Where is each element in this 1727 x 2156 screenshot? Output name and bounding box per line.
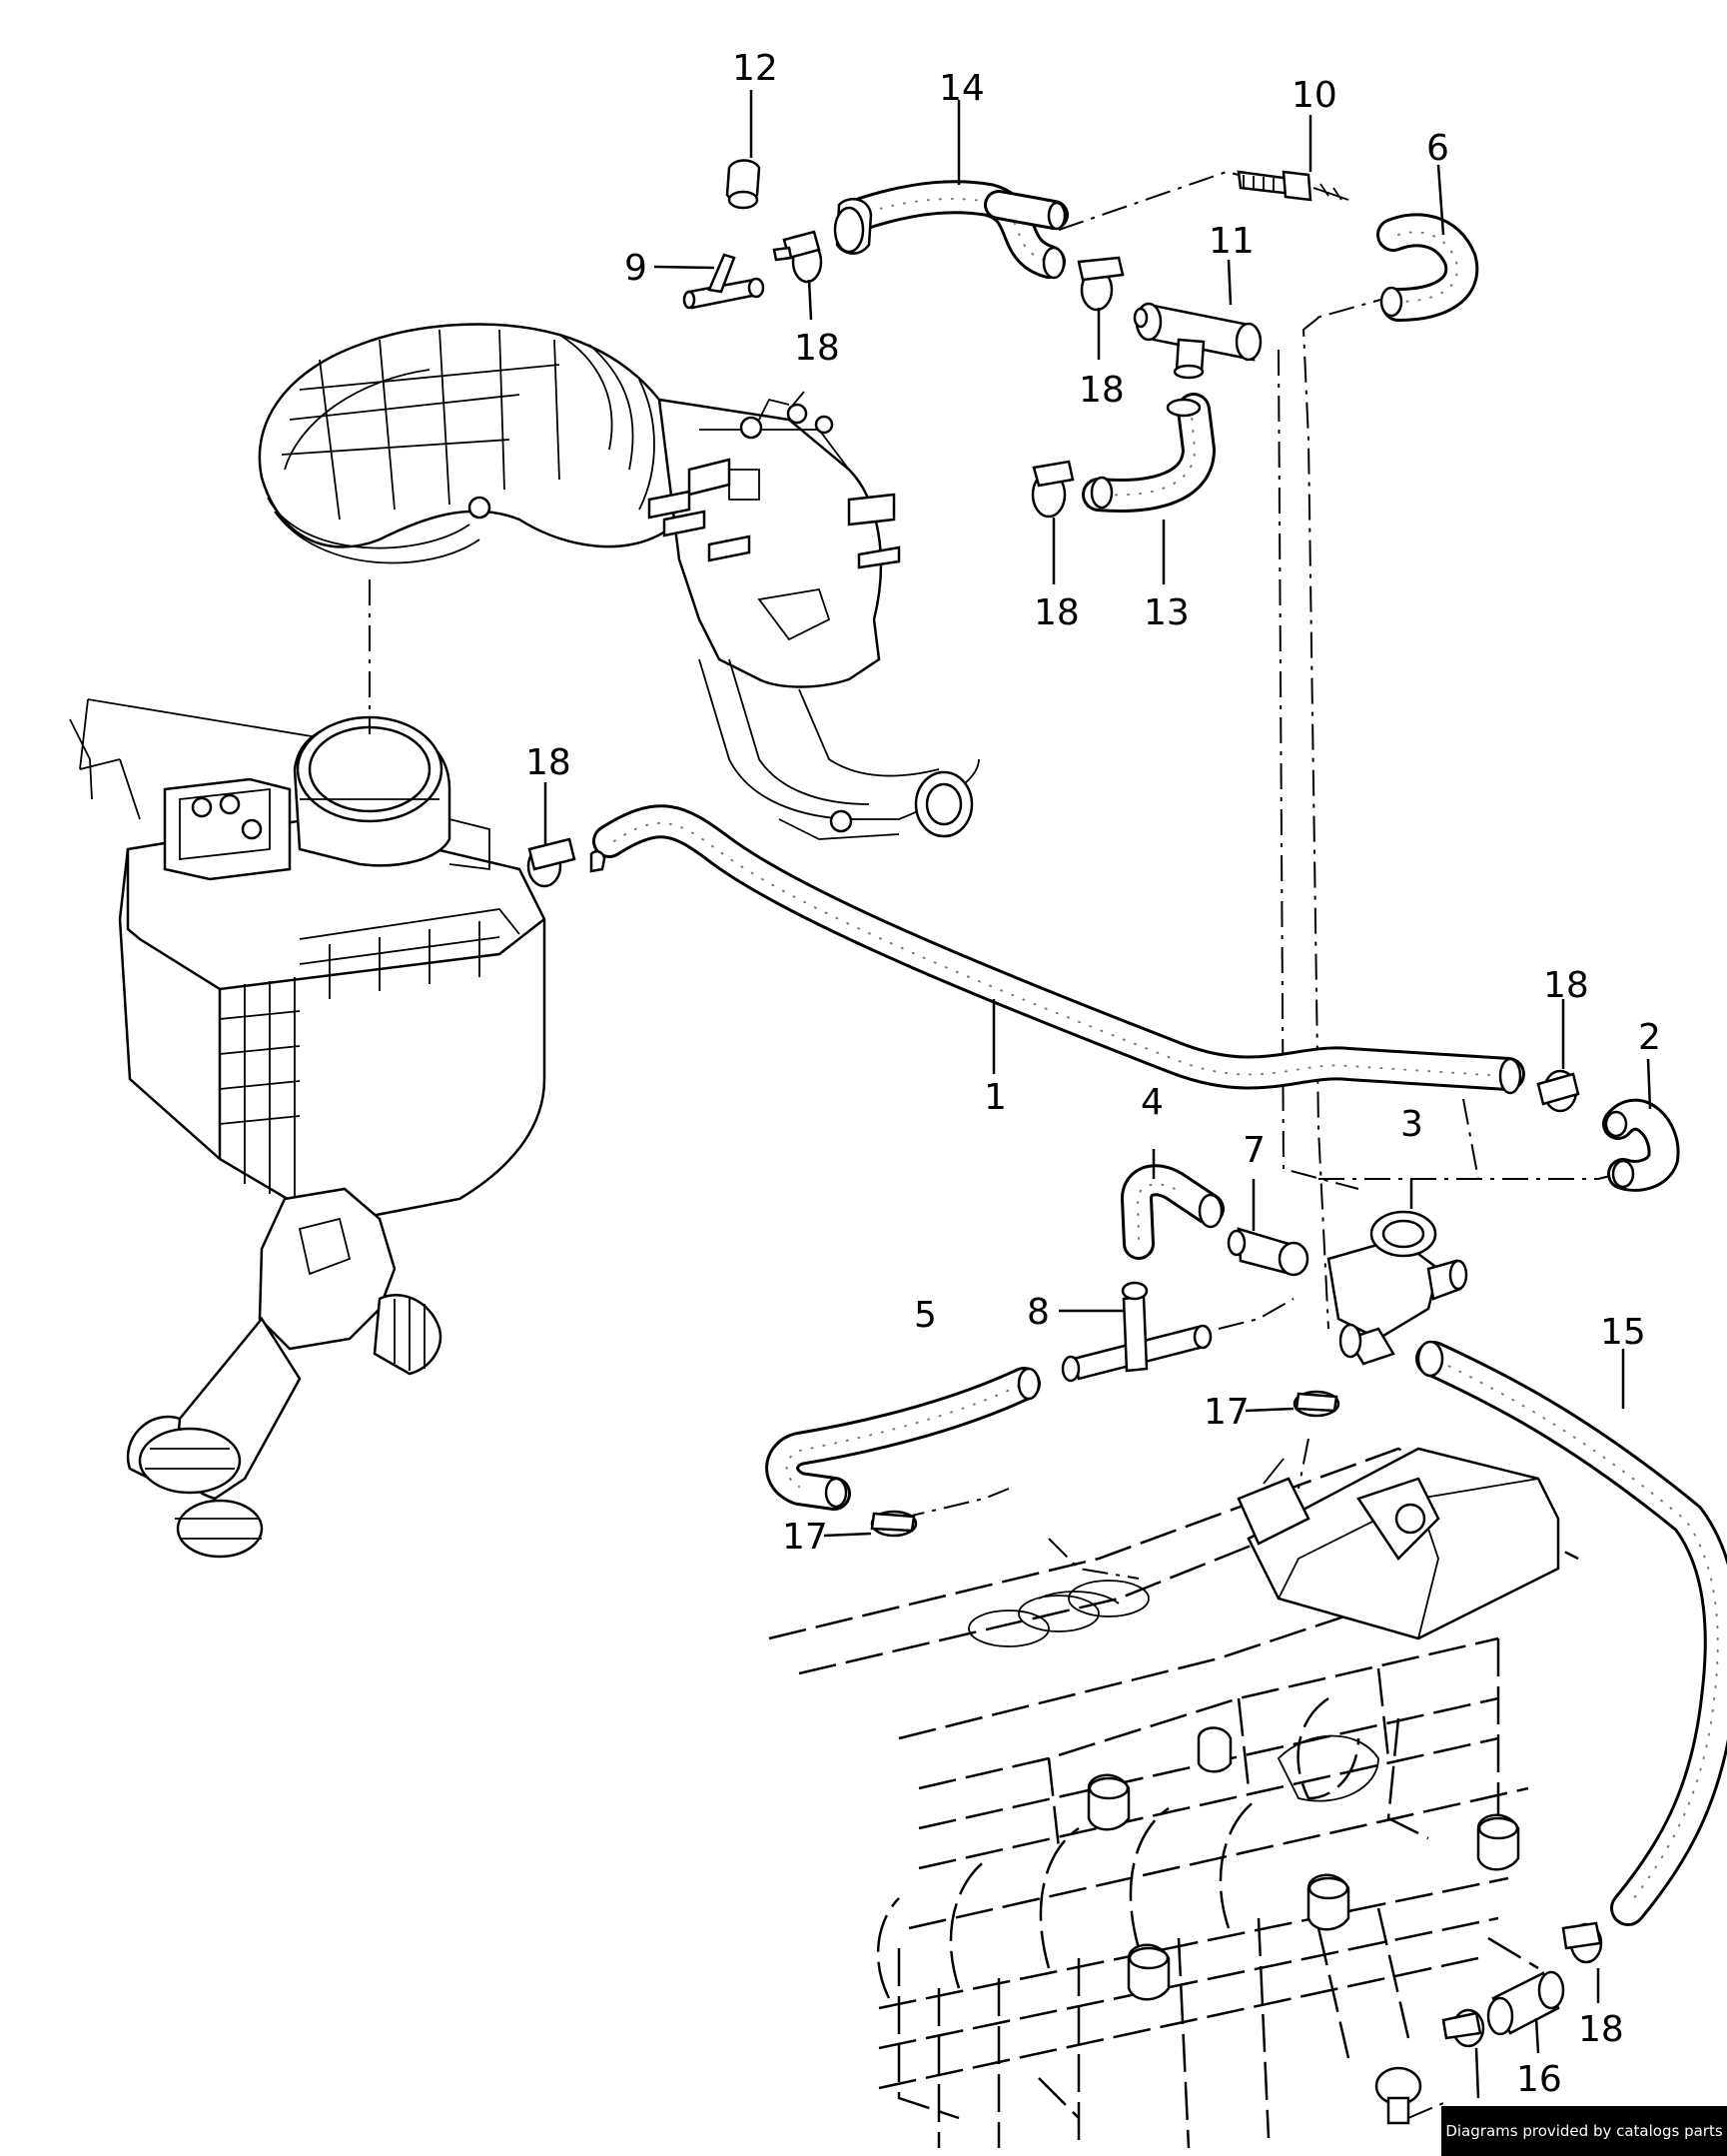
callout-2: 2 — [1638, 1017, 1661, 1058]
clamp-18-left — [526, 837, 606, 888]
callout-3: 3 — [1400, 1104, 1423, 1145]
part-8-tee — [1061, 1281, 1213, 1383]
part-11-tee — [1133, 302, 1263, 380]
callout-18-e: 18 — [1543, 965, 1589, 1006]
callout-18-c: 18 — [1034, 592, 1080, 633]
clamp-18-mid — [1031, 460, 1075, 519]
clamp-18-bottom — [1441, 2008, 1485, 2048]
callouts: 12 14 10 6 9 11 18 18 18 13 18 1 18 2 4 … — [525, 48, 1661, 2149]
manifold-body — [647, 391, 980, 840]
cylinder-head — [768, 1447, 1579, 2149]
part-3-tee — [1326, 1210, 1468, 1366]
hose-1 — [592, 804, 1525, 1095]
callout-6: 6 — [1426, 128, 1449, 169]
part-check-valve — [1374, 2066, 1422, 2125]
callout-16: 16 — [1516, 2059, 1562, 2100]
callout-13: 13 — [1144, 592, 1190, 633]
callout-11: 11 — [1209, 221, 1255, 262]
callout-18-a: 18 — [794, 328, 840, 369]
clamp-17-top — [1293, 1390, 1340, 1418]
part-10-fitting — [1237, 170, 1349, 202]
clamp-18-top-mid — [1077, 256, 1125, 312]
part-16-filter — [1486, 1970, 1565, 2036]
callout-9: 9 — [624, 248, 647, 289]
callout-5: 5 — [914, 1295, 937, 1336]
callout-12: 12 — [732, 48, 778, 89]
leader-lines — [543, 90, 1652, 2099]
credit-banner: Diagrams provided by catalogs parts — [1441, 2106, 1727, 2156]
hose-5 — [765, 1367, 1041, 1511]
air-filter-housing — [69, 698, 546, 1559]
clamp-18-top-left — [772, 230, 823, 284]
callout-18-d: 18 — [525, 742, 571, 783]
callout-4: 4 — [1141, 1082, 1164, 1123]
clamp-18-right — [1536, 1069, 1580, 1113]
callout-14: 14 — [939, 68, 985, 109]
clamp-17-left — [870, 1510, 918, 1538]
callout-17-a: 17 — [1204, 1392, 1250, 1433]
clamp-18-bottom-right — [1561, 1921, 1603, 1964]
callout-18-b: 18 — [1079, 370, 1125, 411]
hose-2 — [1602, 1098, 1680, 1192]
credit-text: Diagrams provided by catalogs parts — [1445, 2122, 1723, 2140]
hose-4 — [1121, 1164, 1225, 1260]
callout-7: 7 — [1243, 1130, 1266, 1171]
callout-10: 10 — [1292, 75, 1337, 116]
callout-18-f: 18 — [1578, 2009, 1624, 2050]
part-9-connector — [682, 253, 765, 310]
hose-13 — [1082, 393, 1216, 513]
part-12-cap — [725, 159, 761, 210]
intake-elbow — [258, 323, 708, 564]
callout-17-b: 17 — [782, 1517, 828, 1558]
hose-6 — [1376, 213, 1479, 322]
hose-14 — [833, 180, 1069, 280]
hose-15 — [1415, 1340, 1727, 1926]
callout-15: 15 — [1600, 1312, 1646, 1353]
callout-8: 8 — [1027, 1292, 1050, 1333]
callout-1: 1 — [984, 1077, 1007, 1118]
part-7-valve — [1227, 1227, 1309, 1277]
